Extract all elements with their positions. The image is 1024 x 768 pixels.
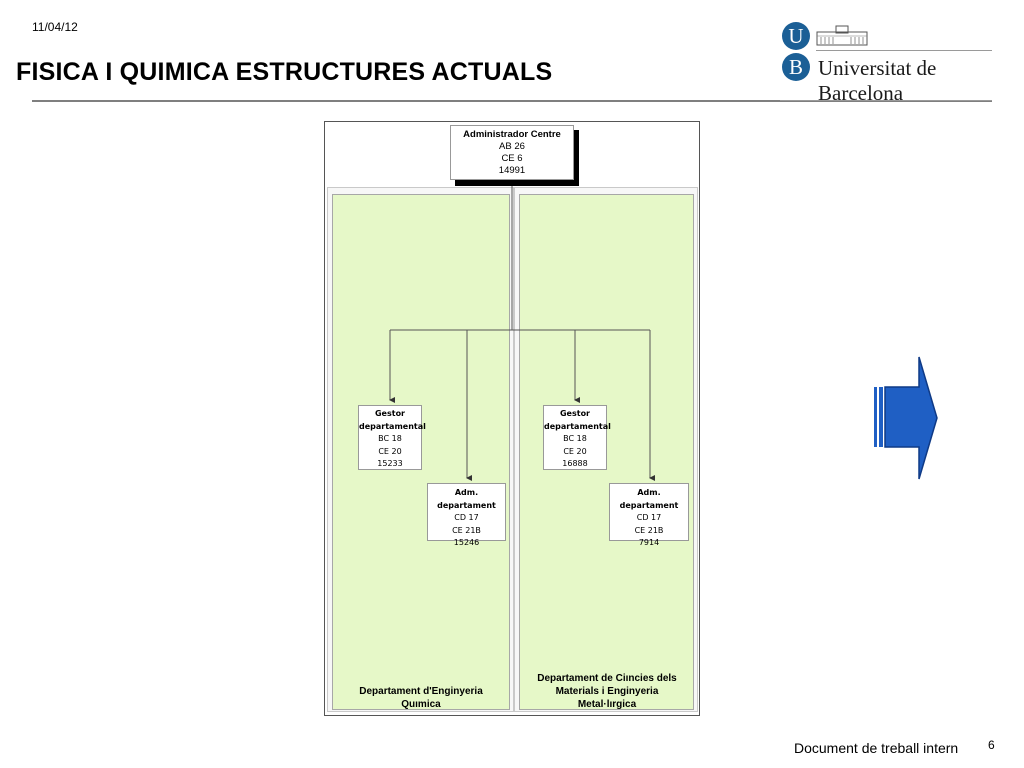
logo-badge-u: U [782,22,810,50]
org-box-title: Gestor departamental [544,409,611,431]
logo-rule-top [816,50,992,51]
university-logo: U B Universitat de Barcelona [780,20,995,105]
building-icon [816,25,868,46]
logo-badge-b: B [782,53,810,81]
org-box-gestor-right: Gestor departamental BC 18 CE 20 16888 [543,405,611,470]
org-box-line: 14991 [498,165,526,176]
org-box-line: CD 17 [454,513,479,522]
org-box-title: Administrador Centre [463,129,561,140]
org-box-line: CE 6 [501,153,523,164]
org-box-adm-left: Adm. departament CD 17 CE 21B 15246 [427,483,506,547]
department-label-left: Departament d'Enginyeria Quımica [359,686,483,710]
org-box-title: Gestor departamental [359,409,426,431]
org-box-line: 7914 [638,538,660,547]
slide-date: 11/04/12 [32,20,78,34]
org-box-gestor-left: Gestor departamental BC 18 CE 20 15233 [358,405,426,470]
org-box-line: CE 21B [634,525,664,535]
org-box-line: BC 18 [378,434,402,443]
org-box-line: CE 21B [452,525,481,535]
org-box-title: Adm. departament [437,488,496,510]
slide-title: FISICA I QUIMICA ESTRUCTURES ACTUALS [16,58,553,86]
org-box-administrador-centre: Administrador Centre AB 26 CE 6 14991 [450,125,574,180]
org-box-line: 16888 [562,459,588,468]
org-box-title: Adm. departament [619,488,679,510]
title-divider [32,100,992,102]
org-box-line: BC 18 [563,434,587,443]
org-box-line: 15246 [453,538,480,547]
logo-wordmark: Universitat de Barcelona [818,56,937,105]
department-label-right: Departament de Ciıncies dels Materials i… [537,673,677,710]
org-box-line: 15233 [377,459,403,468]
org-box-line: CD 17 [636,513,662,522]
org-box-line: AB 26 [499,141,525,152]
org-box-line: CE 20 [378,446,402,456]
org-box-adm-right: Adm. departament CD 17 CE 21B 7914 [609,483,689,547]
next-arrow-icon [874,356,938,480]
page-number: 6 [988,738,995,752]
footer-note: Document de treball intern [794,740,959,756]
logo-rule-bottom [780,100,992,101]
org-box-line: CE 20 [563,446,587,456]
